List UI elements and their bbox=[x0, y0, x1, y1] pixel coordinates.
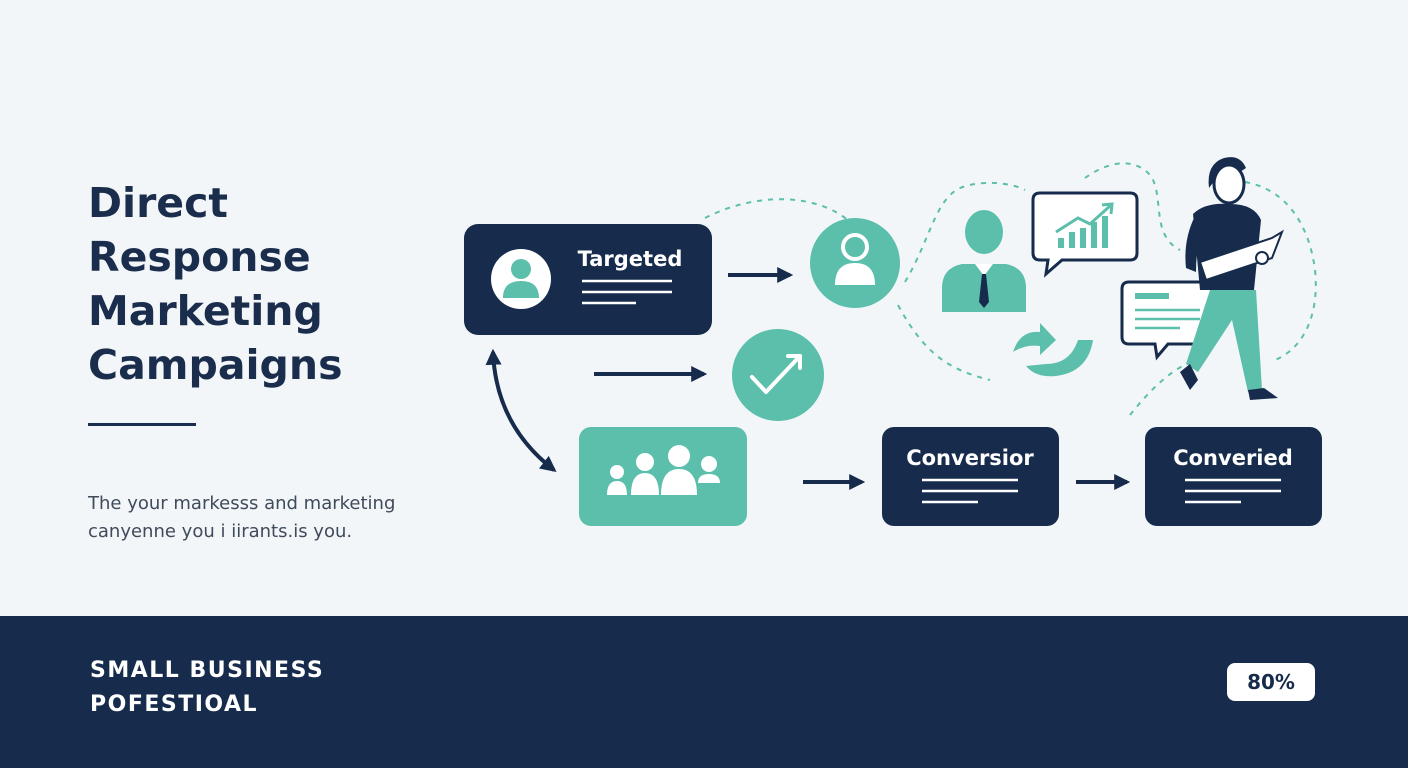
title-line-4: Campaigns bbox=[88, 341, 343, 389]
node-targeted: Targeted bbox=[464, 224, 712, 335]
person-figure-icon bbox=[1180, 157, 1284, 400]
footer-line-1: SMALL BUSINESS bbox=[90, 658, 325, 683]
node-targeted-label: Targeted bbox=[578, 247, 683, 271]
title-line-2: Response bbox=[88, 233, 311, 281]
footer-band: SMALL BUSINESS POFESTIOAL 80% bbox=[0, 616, 1408, 768]
user-circle-icon bbox=[810, 218, 900, 308]
node-converted-text-lines bbox=[1185, 478, 1281, 504]
subtitle-line-1: The your markesss and marketing bbox=[88, 493, 396, 514]
subtitle-line-2: canyenne you i iirants.is you. bbox=[88, 521, 353, 542]
node-converted: Converied bbox=[1145, 427, 1322, 526]
node-conversion: Conversior bbox=[882, 427, 1059, 526]
check-trend-icon bbox=[732, 329, 824, 421]
node-conversion-text-lines bbox=[922, 478, 1018, 504]
title-line-3: Marketing bbox=[88, 287, 323, 335]
node-converted-label: Converied bbox=[1173, 446, 1293, 470]
chart-bubble-icon bbox=[1031, 191, 1139, 278]
page-subtitle: The your markesss and marketing canyenne… bbox=[88, 490, 448, 546]
title-divider bbox=[88, 423, 196, 426]
businessman-icon bbox=[942, 210, 1026, 312]
node-targeted-text-lines bbox=[582, 279, 672, 305]
group-icon bbox=[607, 445, 720, 495]
funnel-diagram: Targeted bbox=[464, 157, 1322, 526]
percentage-badge: 80% bbox=[1227, 663, 1315, 701]
flow-arrows bbox=[485, 267, 1131, 490]
user-icon bbox=[491, 249, 551, 309]
node-conversion-label: Conversior bbox=[906, 446, 1034, 470]
page-title: Direct Response Marketing Campaigns bbox=[88, 176, 428, 392]
node-audience-group bbox=[579, 427, 747, 526]
arrow-curved-bidirectional bbox=[485, 348, 557, 472]
footer-line-2: POFESTIOAL bbox=[90, 692, 259, 717]
refresh-arrow-icon bbox=[1013, 323, 1093, 377]
title-line-1: Direct bbox=[88, 179, 229, 227]
